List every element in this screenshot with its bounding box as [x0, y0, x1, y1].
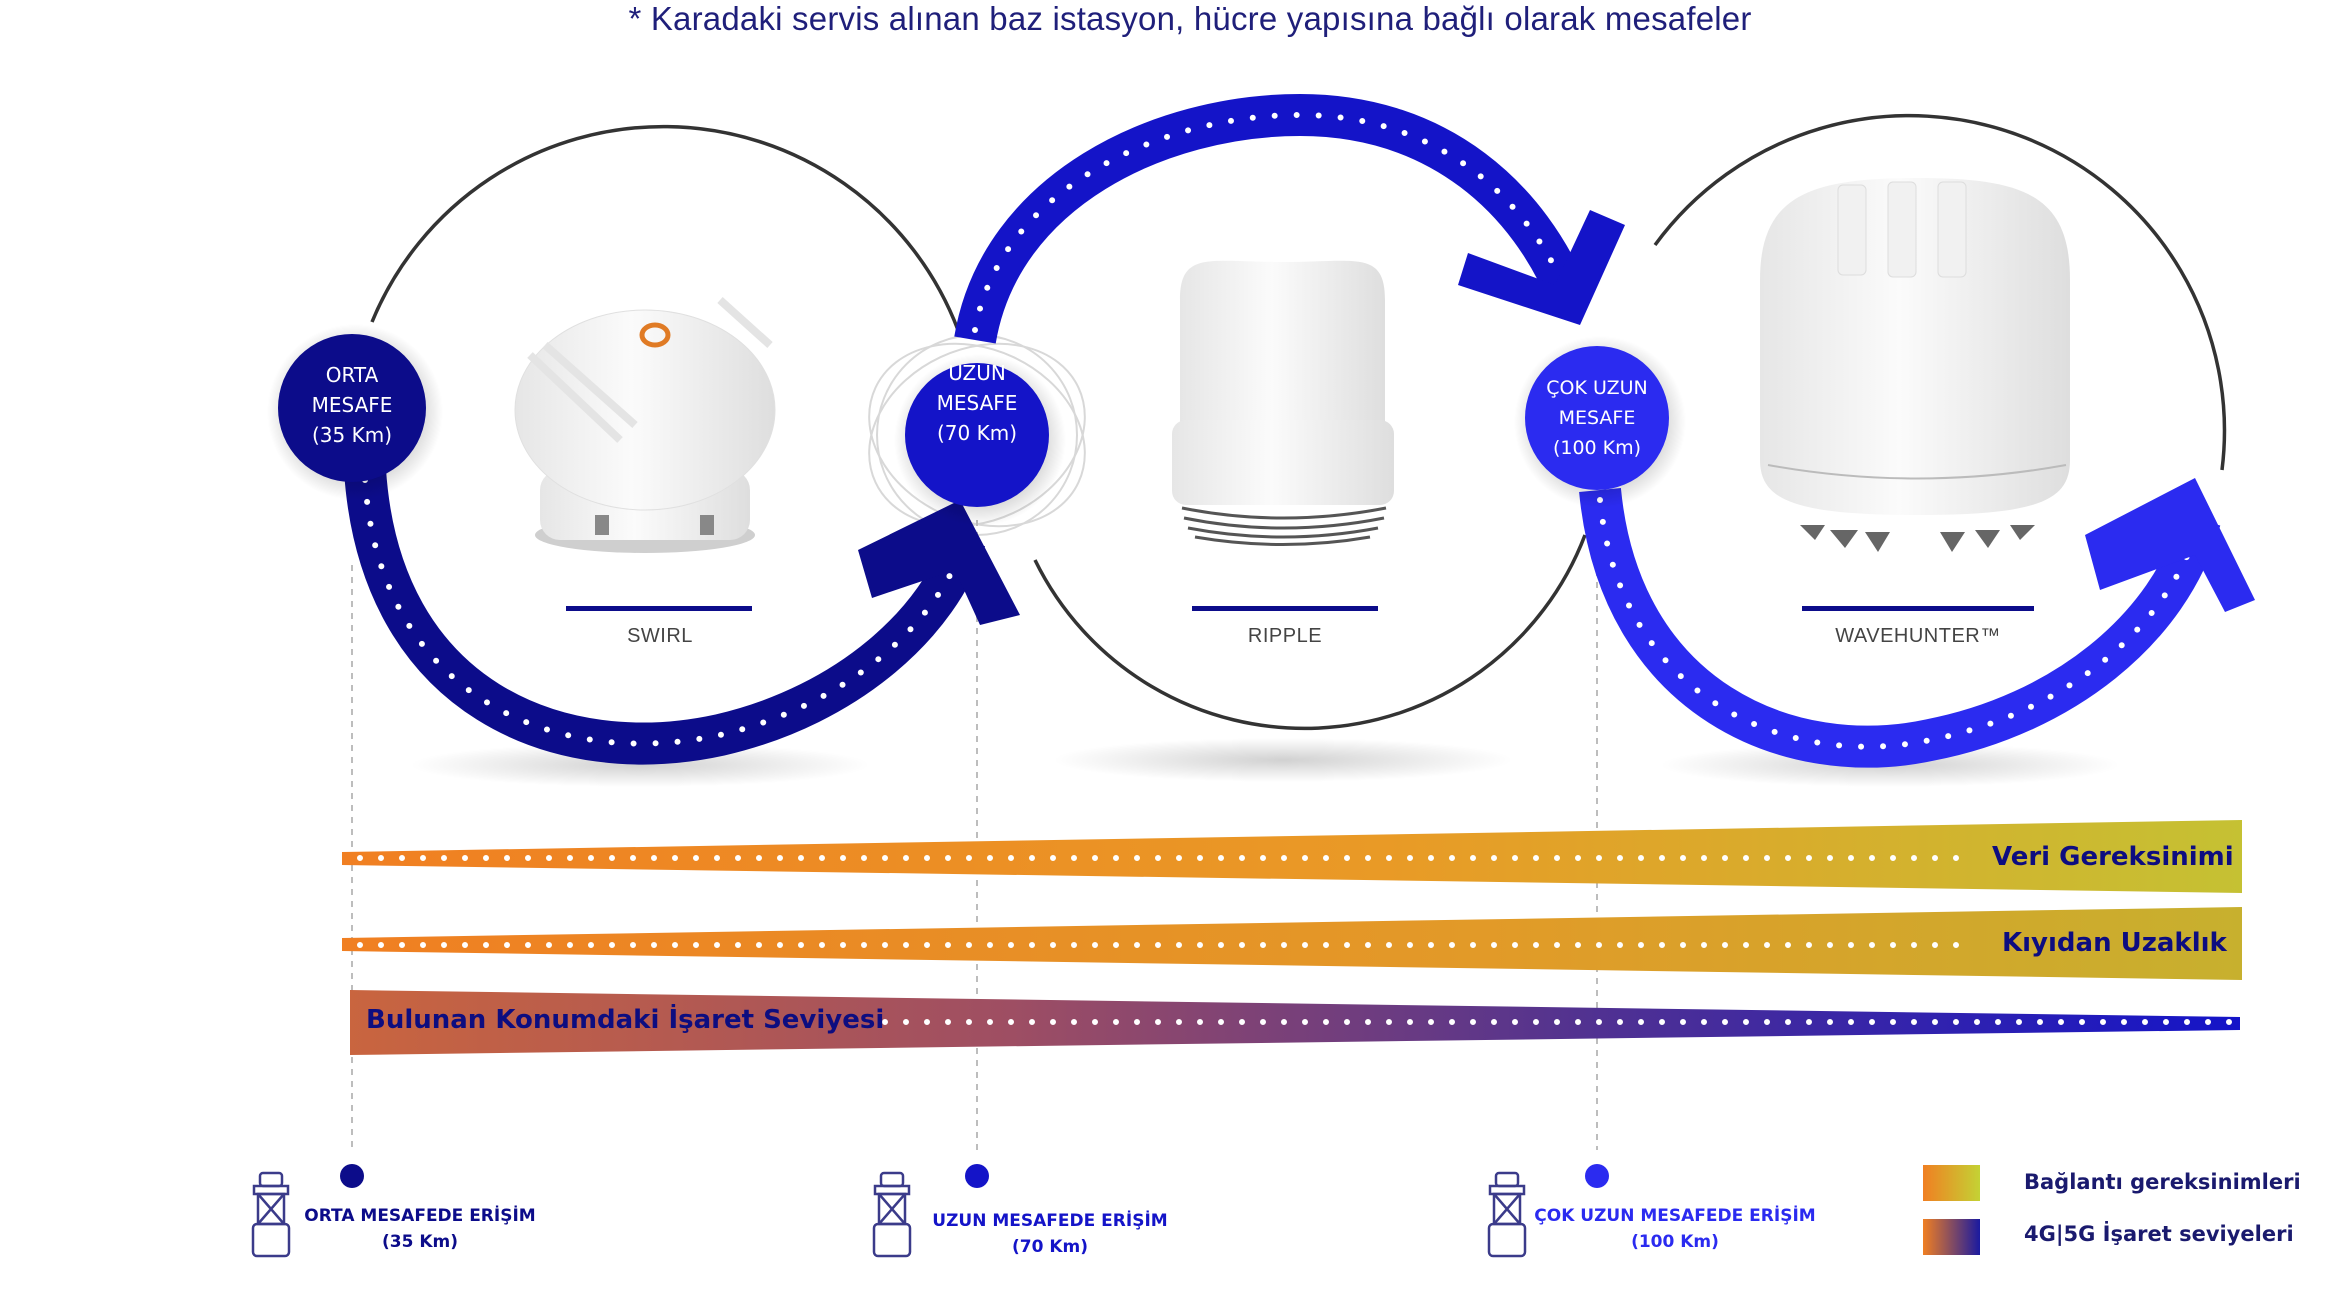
bar-label-signal-level: Bulunan Konumdaki İşaret Seviyesi	[366, 1005, 885, 1035]
shadow	[410, 743, 870, 787]
legend-swatch-connection	[1923, 1165, 1980, 1201]
station-dot-cokuzun	[1585, 1164, 1609, 1188]
base-station-tower-icon	[872, 1171, 912, 1258]
legend-swatch-signal	[1923, 1219, 1980, 1255]
arrow-orta-to-uzun	[344, 468, 1020, 765]
access-range: (35 Km)	[381, 1232, 458, 1252]
node-label-cokuzun: ÇOK UZUN MESAFE (100 Km)	[1527, 373, 1667, 463]
station-dot-orta	[340, 1164, 364, 1188]
swirl-device-image	[514, 297, 776, 553]
access-label-uzun: UZUN MESAFEDE ERİŞİM (70 Km)	[920, 1208, 1180, 1260]
bar-signal-level	[350, 990, 2240, 1055]
node-label-uzun: UZUN MESAFE (70 Km)	[917, 358, 1037, 448]
node-label-line: ÇOK UZUN	[1546, 377, 1648, 399]
access-title: UZUN MESAFEDE ERİŞİM	[932, 1211, 1168, 1231]
node-label-line: MESAFE	[311, 393, 393, 417]
arrow-uzun-to-cokuzun	[954, 93, 1625, 344]
ripple-device-image	[1172, 260, 1394, 546]
station-dot-uzun	[965, 1164, 989, 1188]
access-label-cokuzun: ÇOK UZUN MESAFEDE ERİŞİM (100 Km)	[1525, 1203, 1825, 1255]
node-label-line: (70 Km)	[936, 421, 1017, 445]
product-name-swirl: SWIRL	[627, 625, 693, 647]
wavehunter-device-image	[1760, 178, 2070, 552]
shadow	[1053, 738, 1513, 782]
orbit-arc-right	[1653, 113, 2227, 471]
node-label-line: (35 Km)	[311, 423, 392, 447]
access-range: (70 Km)	[1011, 1237, 1088, 1257]
node-orta	[278, 334, 426, 482]
product-name-wavehunter: WAVEHUNTER™	[1835, 625, 2001, 647]
node-label-line: (100 Km)	[1552, 437, 1642, 459]
node-label-orta: ORTA MESAFE (35 Km)	[292, 360, 412, 450]
product-name-ripple: RIPPLE	[1247, 625, 1323, 647]
bar-label-distance-from-shore: Kıyıdan Uzaklık	[2002, 928, 2227, 958]
base-station-tower-icon	[251, 1171, 291, 1258]
base-station-tower-icon	[1487, 1171, 1527, 1258]
arrow-cokuzun-onward	[1579, 478, 2255, 768]
access-range: (100 Km)	[1631, 1232, 1719, 1252]
node-cokuzun	[1525, 346, 1669, 490]
node-label-line: MESAFE	[936, 391, 1018, 415]
node-label-line: MESAFE	[1558, 407, 1636, 429]
bar-label-data-requirement: Veri Gereksinimi	[1992, 842, 2234, 872]
wavehunter-underline	[1802, 606, 2034, 611]
bar-data-requirement	[342, 820, 2242, 893]
bar-distance-from-shore	[342, 907, 2242, 980]
node-label-line: UZUN	[948, 361, 1006, 385]
orbit-arc-middle	[1033, 534, 1587, 731]
node-label-line: ORTA	[325, 363, 379, 387]
ripple-underline	[1192, 606, 1378, 611]
access-title: ÇOK UZUN MESAFEDE ERİŞİM	[1534, 1206, 1816, 1226]
legend-label-connection: Bağlantı gereksinimleri	[2024, 1170, 2301, 1194]
page-title: * Karadaki servis alınan baz istasyon, h…	[628, 0, 1752, 37]
access-label-orta: ORTA MESAFEDE ERİŞİM (35 Km)	[290, 1203, 550, 1255]
legend-label-signal: 4G|5G İşaret seviyeleri	[2024, 1222, 2294, 1246]
orbit-arc-left	[370, 124, 960, 331]
swirl-underline	[566, 606, 752, 611]
node-uzun	[905, 363, 1049, 507]
access-title: ORTA MESAFEDE ERİŞİM	[304, 1206, 536, 1226]
